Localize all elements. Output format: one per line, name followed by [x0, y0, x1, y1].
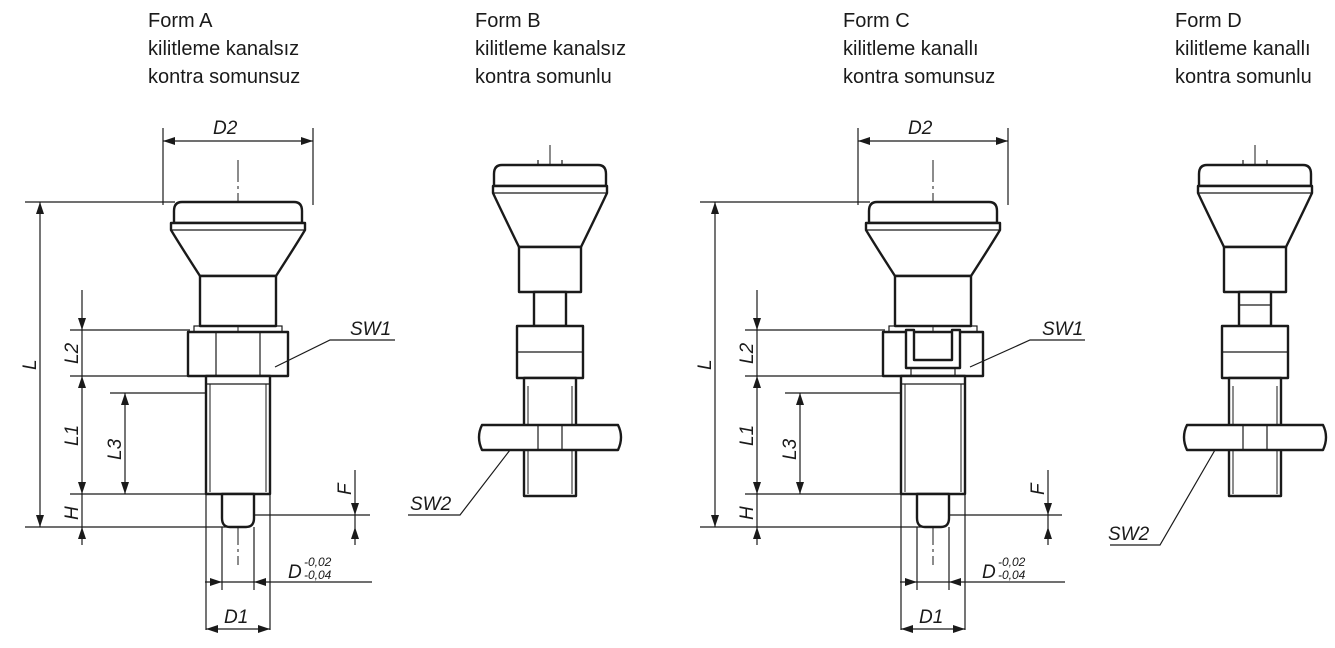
form-d-drawing: SW2: [1108, 143, 1328, 546]
form-c-d-tol-lower: -0,04: [998, 568, 1026, 582]
form-d-name: Form D: [1175, 10, 1242, 32]
form-a-line2: kontra somunsuz: [148, 66, 300, 88]
form-c-line1: kilitleme kanallı: [843, 38, 979, 60]
form-d-line2: kontra somunlu: [1175, 66, 1312, 88]
form-a-d1-label: D1: [224, 607, 248, 628]
form-a-l-label: L: [20, 359, 41, 370]
form-a-d-tol-lower: -0,04: [304, 568, 332, 582]
form-b-name: Form B: [475, 10, 541, 32]
form-c-f-label: F: [1028, 482, 1049, 495]
form-a-d-tol-upper: -0,02: [304, 555, 332, 569]
form-c-name: Form C: [843, 10, 910, 32]
form-c-l2-label: L2: [737, 342, 758, 364]
form-d-sw2-label: SW2: [1108, 524, 1150, 545]
form-b-title: Form B kilitleme kanalsız kontra somunlu: [475, 10, 626, 88]
form-c-title: Form C kilitleme kanallı kontra somunsuz: [843, 10, 995, 88]
form-c-d1-label: D1: [919, 607, 943, 628]
form-c-l-label: L: [695, 359, 716, 370]
form-b-sw2-label: SW2: [410, 494, 452, 515]
form-a-name: Form A: [148, 10, 213, 32]
form-a-h-label: H: [62, 506, 83, 520]
form-d-title: Form D kilitleme kanallı kontra somunlu: [1175, 10, 1312, 88]
form-c-h-label: H: [737, 506, 758, 520]
form-a-drawing: D2 L L2 L1 H L3 F: [20, 118, 395, 633]
form-c-line2: kontra somunsuz: [843, 66, 995, 88]
form-a-d-label: D: [288, 562, 302, 583]
form-a-title: Form A kilitleme kanalsız kontra somunsu…: [148, 10, 300, 88]
form-c-l1-label: L1: [737, 425, 758, 446]
form-c-d-tol-upper: -0,02: [998, 555, 1026, 569]
form-c-sw1-label: SW1: [1042, 319, 1083, 340]
form-a-l3-label: L3: [105, 438, 126, 460]
form-c-d2-label: D2: [908, 118, 933, 139]
form-a-line1: kilitleme kanalsız: [148, 38, 299, 60]
form-c-drawing: D2 L L2 L1 H L3 F: [695, 118, 1085, 633]
form-a-d2-label: D2: [213, 118, 238, 139]
form-b-line2: kontra somunlu: [475, 66, 612, 88]
form-b-line1: kilitleme kanalsız: [475, 38, 626, 60]
form-a-l2-label: L2: [62, 342, 83, 364]
form-a-f-label: F: [335, 482, 356, 495]
form-a-sw1-label: SW1: [350, 319, 391, 340]
form-b-drawing: SW2: [408, 143, 623, 516]
form-c-d-label: D: [982, 562, 996, 583]
form-c-l3-label: L3: [780, 438, 801, 460]
form-a-l1-label: L1: [62, 425, 83, 446]
form-d-line1: kilitleme kanallı: [1175, 38, 1311, 60]
